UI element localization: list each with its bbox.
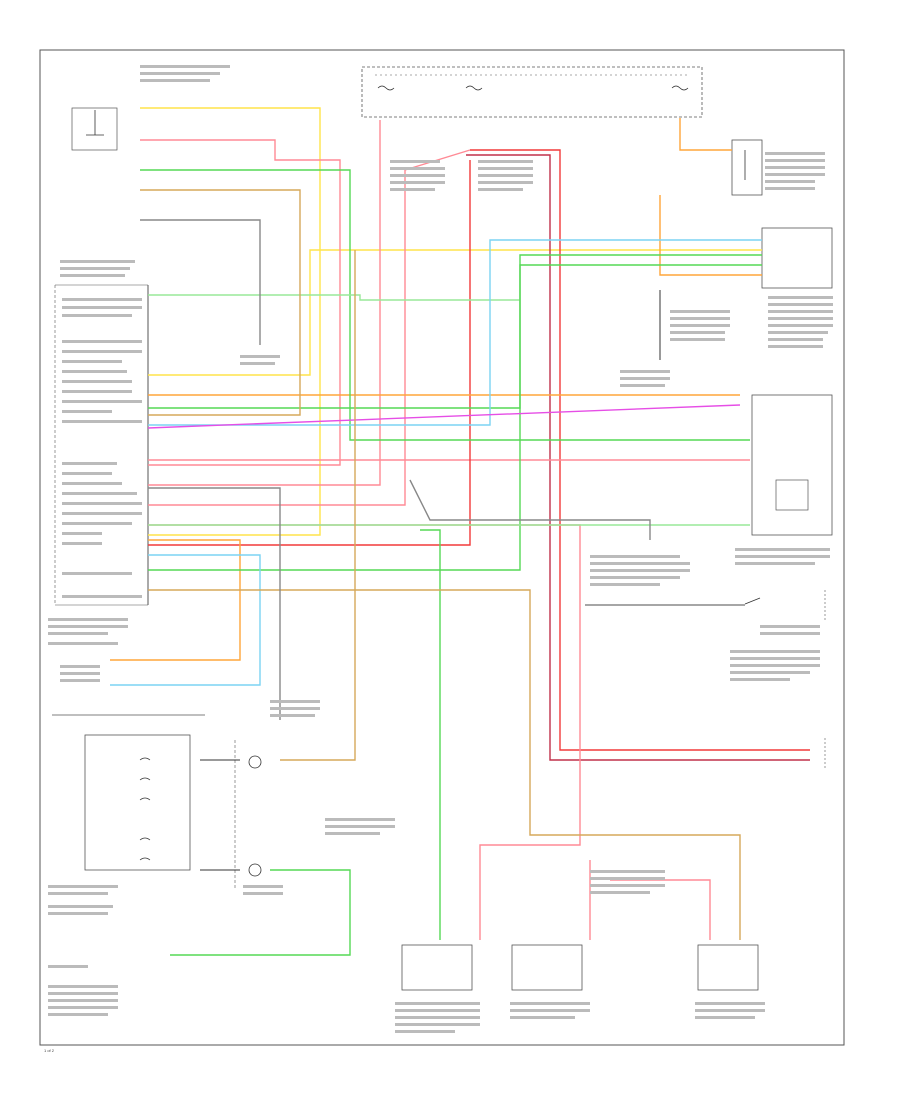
output-shaft-speed-sensor	[401, 944, 473, 991]
input-shaft-speed-sensor	[511, 944, 583, 991]
torque-converter-clutch-switch	[731, 139, 763, 196]
throttle-position-sensor	[761, 227, 833, 289]
brake-pedal-position-switch	[744, 590, 826, 620]
label-marks	[48, 65, 833, 1033]
ground-terminal	[71, 107, 118, 151]
clockspring	[234, 740, 262, 890]
vehicle-speed-sensor	[697, 944, 759, 991]
speed-control-switches	[52, 714, 205, 871]
electronic-control-module	[54, 284, 149, 606]
fuse-panel	[361, 66, 703, 118]
diagram-frame	[39, 49, 845, 1046]
wires	[110, 107, 810, 956]
footer-code: 1 of 2	[44, 1048, 55, 1053]
speed-control-actuator	[751, 394, 833, 536]
fuse-icon	[377, 85, 689, 91]
